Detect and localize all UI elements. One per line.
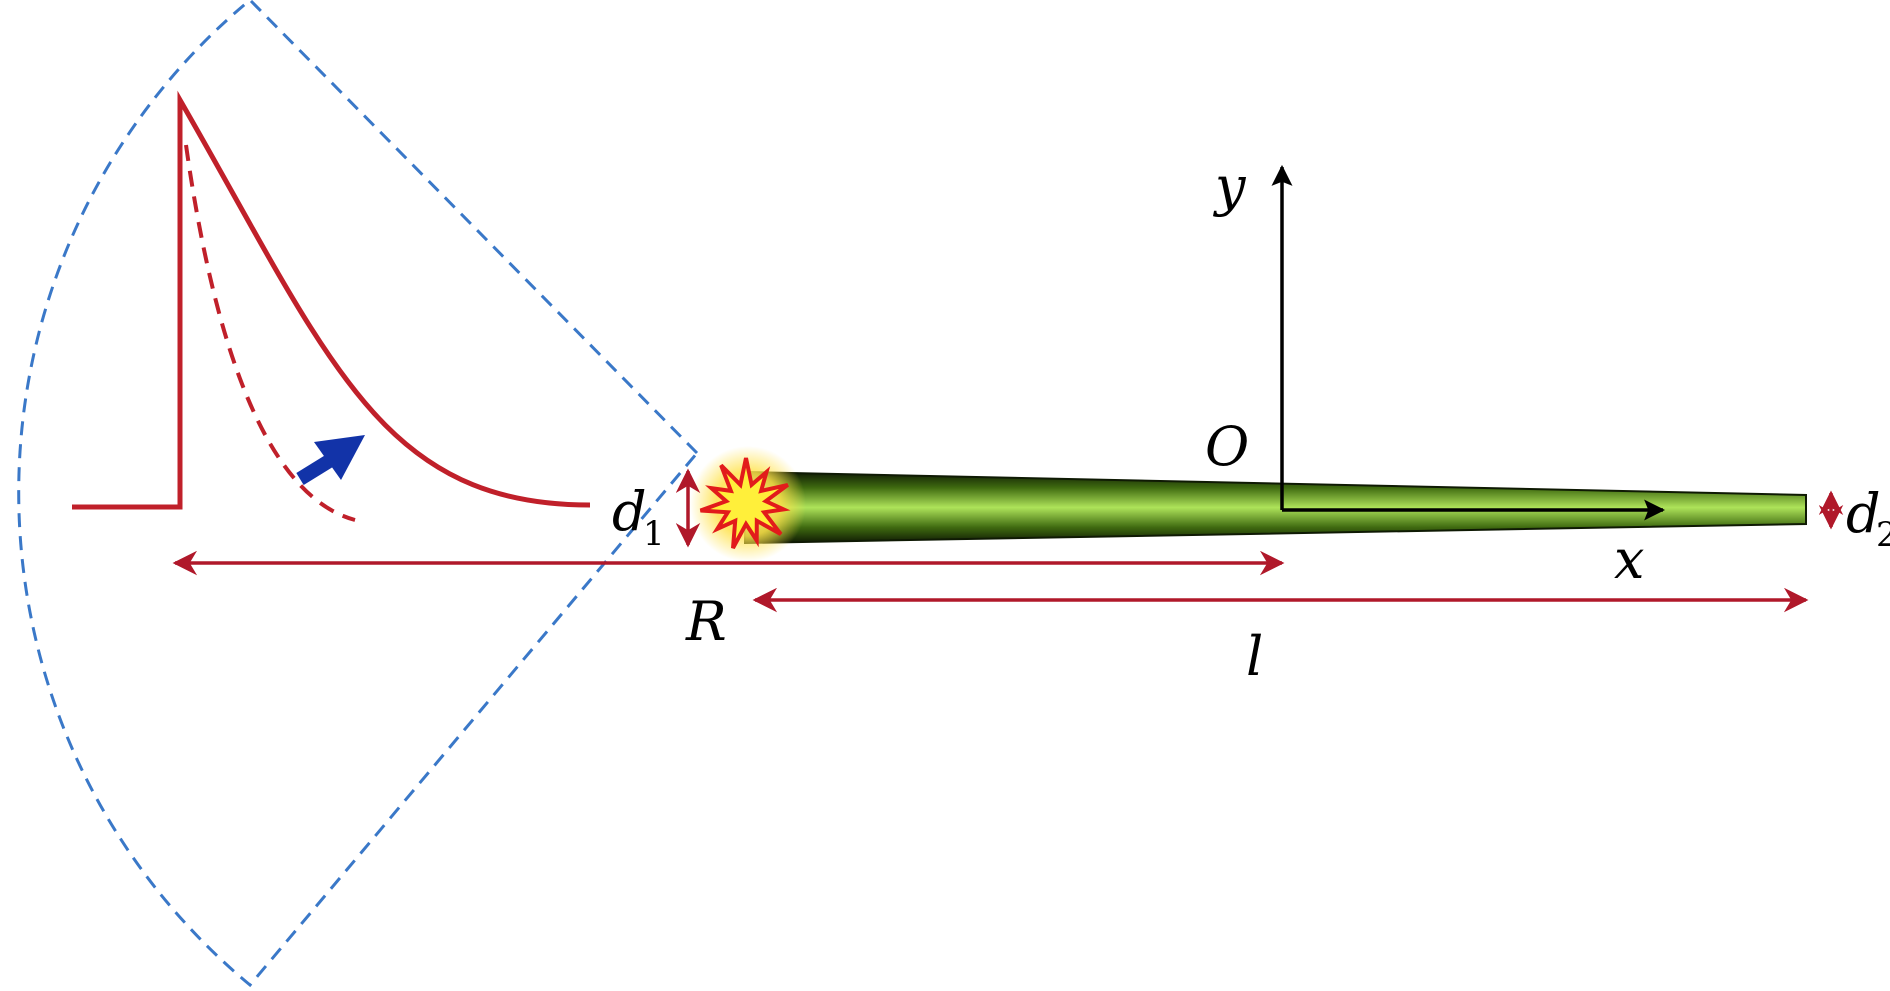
inlet-diameter-label: d <box>612 480 647 543</box>
x-axis-label: x <box>1614 528 1644 591</box>
y-axis-label: y <box>1213 155 1247 218</box>
explosion-burst <box>699 457 791 550</box>
outlet-diameter-label: d <box>1846 482 1881 545</box>
origin-label: O <box>1205 415 1249 478</box>
inlet-diameter-subscript: 1 <box>643 514 665 554</box>
outlet-diameter-subscript: 2 <box>1876 515 1890 555</box>
length-label: l <box>1246 625 1263 688</box>
tapered-rod <box>744 470 1807 545</box>
pressure-pulse-curve <box>72 90 591 510</box>
pulse-evolution-arrow-head <box>314 435 365 480</box>
spherical-wavefront-sector <box>17 0 700 988</box>
radius-label: R <box>685 590 727 653</box>
